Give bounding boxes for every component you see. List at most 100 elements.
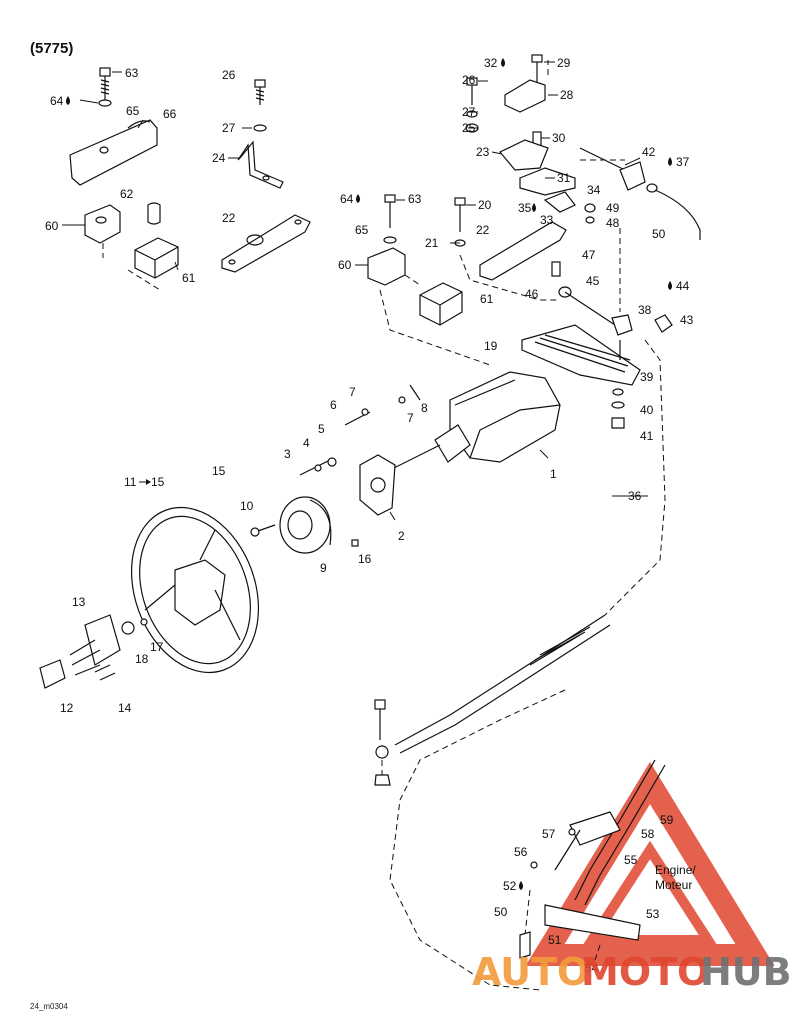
drawing-reference: 24_m0304: [30, 1002, 68, 1011]
label-62: 62: [120, 187, 134, 201]
label-48: 48: [606, 216, 620, 230]
watermark-moto: MOTO: [581, 950, 709, 994]
engine-label-line2: Moteur: [655, 878, 692, 892]
label-46: 46: [525, 287, 539, 301]
label-31: 31: [557, 171, 571, 185]
label-64: 64: [340, 192, 354, 206]
label-15: 15: [151, 475, 165, 489]
label-63: 63: [125, 66, 139, 80]
label-22: 22: [476, 223, 490, 237]
label-14: 14: [118, 701, 132, 715]
label-28: 28: [560, 88, 574, 102]
label-29: 29: [557, 56, 571, 70]
label-4: 4: [303, 436, 310, 450]
label-54: 54: [585, 961, 599, 975]
linkage-group-top-right: [367, 54, 701, 429]
label-34: 34: [587, 183, 601, 197]
label-44: 44: [676, 279, 690, 293]
label-8: 8: [421, 401, 428, 415]
label-20: 20: [478, 198, 492, 212]
label-57: 57: [542, 827, 556, 841]
drop-icon: [501, 58, 505, 67]
label-32: 32: [484, 56, 498, 70]
grease-drop-icons: [66, 58, 672, 890]
label-7: 7: [349, 385, 356, 399]
bracket-group-top-left: [69, 67, 179, 291]
steering-cable: [374, 614, 611, 786]
model-code: (5775): [30, 40, 74, 57]
label-7: 7: [407, 411, 414, 425]
label-51: 51: [548, 933, 562, 947]
label-49: 49: [606, 201, 620, 215]
label-37: 37: [676, 155, 690, 169]
label-27: 27: [462, 105, 476, 119]
label-61: 61: [182, 271, 196, 285]
label-56: 56: [514, 845, 528, 859]
label-39: 39: [640, 370, 654, 384]
label-66: 66: [163, 107, 177, 121]
label-11: 11: [124, 475, 137, 489]
label-65: 65: [126, 104, 140, 118]
drop-icon: [519, 881, 523, 890]
label-36: 36: [628, 489, 642, 503]
label-64: 64: [50, 94, 64, 108]
label-3: 3: [284, 447, 291, 461]
label-45: 45: [586, 274, 600, 288]
watermark-text: AUTO MOTO HUB: [472, 950, 792, 994]
label-18: 18: [135, 652, 149, 666]
watermark-auto: AUTO: [472, 950, 589, 994]
watermark-logo: [525, 761, 775, 966]
label-60: 60: [338, 258, 352, 272]
label-6: 6: [330, 398, 337, 412]
label-17: 17: [150, 640, 164, 654]
label-58: 58: [641, 827, 655, 841]
label-9: 9: [320, 561, 327, 575]
label-21: 21: [425, 236, 439, 250]
label-30: 30: [552, 131, 566, 145]
label-33: 33: [540, 213, 554, 227]
label-15: 15: [212, 464, 226, 478]
label-43: 43: [680, 313, 694, 327]
part-labels: 63 64 65 66 62 60 61 26 27 24 22 32 29 2…: [45, 56, 694, 975]
label-5: 5: [318, 422, 325, 436]
label-23: 23: [476, 145, 490, 159]
label-2: 2: [398, 529, 405, 543]
drop-icon: [668, 281, 672, 290]
label-53: 53: [646, 907, 660, 921]
label-25: 25: [462, 121, 476, 135]
label-1: 1: [550, 467, 557, 481]
label-41: 41: [640, 429, 654, 443]
engine-label-line1: Engine/: [655, 863, 696, 877]
engine-linkage-group: [519, 759, 666, 961]
label-24: 24: [212, 151, 226, 165]
leader-lines: [62, 61, 648, 521]
label-47: 47: [582, 248, 596, 262]
label-10: 10: [240, 499, 254, 513]
label-40: 40: [640, 403, 654, 417]
label-22: 22: [222, 211, 236, 225]
label-19: 19: [484, 339, 498, 353]
label-42: 42: [642, 145, 656, 159]
arrow-icon: [139, 479, 151, 485]
label-63: 63: [408, 192, 422, 206]
label-50: 50: [652, 227, 666, 241]
watermark-hub: HUB: [700, 950, 792, 994]
label-26: 26: [462, 73, 476, 87]
steering-column-group: [39, 339, 666, 991]
bracket-group-top-middle: [221, 79, 311, 273]
label-26: 26: [222, 68, 236, 82]
drop-icon: [532, 203, 536, 212]
label-59: 59: [660, 813, 674, 827]
label-50: 50: [494, 905, 508, 919]
label-35: 35: [518, 201, 532, 215]
drop-icon: [66, 96, 70, 105]
label-65: 65: [355, 223, 369, 237]
label-55: 55: [624, 853, 638, 867]
drop-icon: [668, 157, 672, 166]
label-61: 61: [480, 292, 494, 306]
drop-icon: [356, 194, 360, 203]
label-16: 16: [358, 552, 372, 566]
label-60: 60: [45, 219, 59, 233]
label-27: 27: [222, 121, 236, 135]
